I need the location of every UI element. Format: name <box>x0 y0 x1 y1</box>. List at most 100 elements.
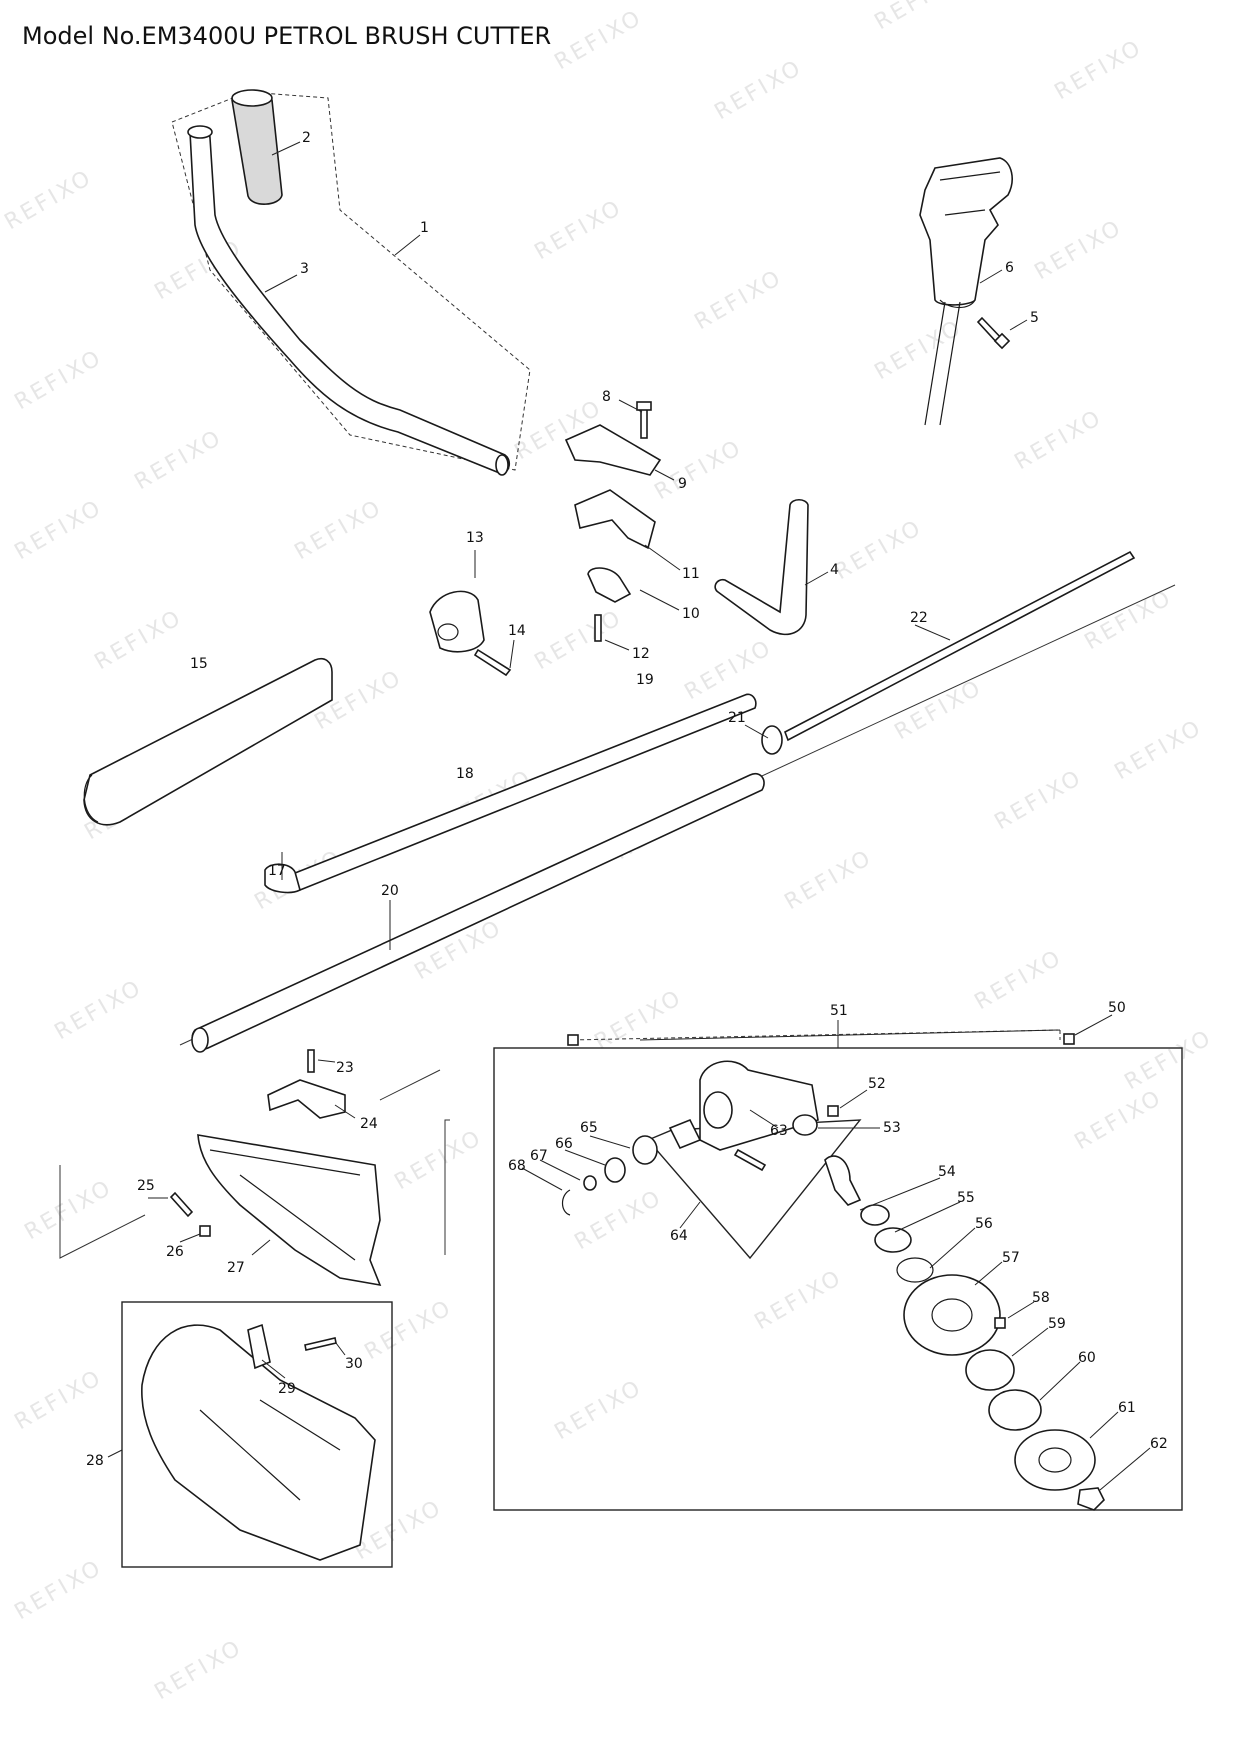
callout-66: 66 <box>555 1136 573 1152</box>
part-2-grip <box>231 90 283 205</box>
gearhead-subassembly-box <box>646 1119 862 1260</box>
watermark-text: REFIXO <box>1031 215 1128 285</box>
callout-5: 5 <box>1030 310 1039 326</box>
callout-4: 4 <box>830 562 839 578</box>
watermark-text: REFIXO <box>711 55 808 125</box>
watermark-text: REFIXO <box>291 495 388 565</box>
watermark-text: REFIXO <box>1121 1025 1218 1095</box>
watermark-text: REFIXO <box>531 195 628 265</box>
watermark-text: REFIXO <box>131 425 228 495</box>
part-3-handlebar-tube <box>189 129 511 475</box>
callout-1: 1 <box>420 220 429 236</box>
part-2-grip-top <box>231 89 273 107</box>
callout-52: 52 <box>868 1076 886 1092</box>
part-27-guard-detail <box>209 1149 361 1261</box>
watermark-text: REFIXO <box>361 1295 458 1365</box>
part-24-guard-bracket <box>267 1079 346 1119</box>
callout-19: 19 <box>636 672 654 688</box>
gearhead-dash-guide <box>569 1029 1061 1041</box>
callout-54: 54 <box>938 1164 956 1180</box>
part-63-spindle <box>668 1118 702 1150</box>
watermark-text: REFIXO <box>531 605 628 675</box>
page-title: Model No.EM3400U PETROL BRUSH CUTTER <box>22 22 552 50</box>
part-62-nut <box>1077 1487 1105 1511</box>
part-10-clamp-cap <box>587 567 632 603</box>
callout-25: 25 <box>137 1178 155 1194</box>
part-27-blade-guard <box>197 1134 382 1287</box>
callout-21: 21 <box>728 710 746 726</box>
watermark-text: REFIXO <box>991 765 1088 835</box>
callout-labels: 1 2 3 4 5 6 8 9 10 11 12 13 14 15 17 18 … <box>86 130 1168 1469</box>
part-20-tube-end <box>191 1027 209 1053</box>
callout-50: 50 <box>1108 1000 1126 1016</box>
guard-guide-left <box>59 1165 146 1259</box>
callout-68: 68 <box>508 1158 526 1174</box>
part-22-drive-shaft <box>784 550 1136 742</box>
watermark-text: REFIXO <box>681 635 778 705</box>
callout-57: 57 <box>1002 1250 1020 1266</box>
callout-14: 14 <box>508 623 526 639</box>
handle-assembly-outline <box>171 91 531 471</box>
watermark-text: REFIXO <box>1 165 98 235</box>
part-67-washer <box>583 1175 597 1191</box>
watermark-text: REFIXO <box>871 0 968 35</box>
callout-64: 64 <box>670 1228 688 1244</box>
part-57-cover-center <box>931 1298 973 1332</box>
part-4-loop-handle <box>714 498 809 636</box>
part-57-gear-cover <box>903 1274 1001 1356</box>
part-29-guard-clip <box>247 1323 271 1370</box>
callout-10: 10 <box>682 606 700 622</box>
watermark-text: REFIXO <box>571 1185 668 1255</box>
watermark-text: REFIXO <box>781 845 878 915</box>
callout-24: 24 <box>360 1116 378 1132</box>
part-21-bushing <box>761 725 783 755</box>
part-14-bolt <box>473 648 512 677</box>
callout-67: 67 <box>530 1148 548 1164</box>
callout-8: 8 <box>602 389 611 405</box>
part-12-bolt <box>594 614 602 642</box>
part-30-screw <box>304 1337 337 1351</box>
callout-61: 61 <box>1118 1400 1136 1416</box>
callout-65: 65 <box>580 1120 598 1136</box>
part-61-flange-center <box>1038 1447 1072 1473</box>
watermark-text: REFIXO <box>21 1175 118 1245</box>
callout-26: 26 <box>166 1244 184 1260</box>
watermark-text: REFIXO <box>591 985 688 1055</box>
callout-22: 22 <box>910 610 928 626</box>
watermark-text: REFIXO <box>691 265 788 335</box>
part-54-output-shaft <box>824 1155 862 1206</box>
callout-13: 13 <box>466 530 484 546</box>
watermark-text: REFIXO <box>11 1365 108 1435</box>
part-55-washer <box>860 1204 890 1226</box>
callout-53: 53 <box>883 1120 901 1136</box>
part-bolt-top-left <box>567 1034 579 1046</box>
watermark-text: REFIXO <box>391 1125 488 1195</box>
callout-20: 20 <box>381 883 399 899</box>
part-9-clamp-upper <box>564 424 662 476</box>
callout-58: 58 <box>1032 1290 1050 1306</box>
callout-3: 3 <box>300 261 309 277</box>
callout-28: 28 <box>86 1453 104 1469</box>
watermark-text: REFIXO <box>51 975 148 1045</box>
callout-59: 59 <box>1048 1316 1066 1332</box>
part-59-inner-flange <box>965 1349 1015 1391</box>
part-68-circlip <box>561 1189 571 1216</box>
part-63-bolt <box>733 1148 767 1172</box>
callout-62: 62 <box>1150 1436 1168 1452</box>
watermark-text: REFIXO <box>1051 35 1148 105</box>
watermark-text: REFIXO <box>91 605 188 675</box>
watermark-text: REFIXO <box>1011 405 1108 475</box>
part-56-seal-ring <box>896 1257 934 1283</box>
callout-11: 11 <box>682 566 700 582</box>
guard-guide-right <box>379 1069 450 1255</box>
part-5-bolt-head <box>993 332 1011 350</box>
part-6-throttle-handle <box>919 157 1013 306</box>
callout-15: 15 <box>190 656 208 672</box>
part-61-outer-flange <box>1014 1429 1096 1491</box>
callout-30: 30 <box>345 1356 363 1372</box>
watermark-text: REFIXO <box>651 435 748 505</box>
part-15-end-detail <box>83 774 99 823</box>
part-51-housing-bore <box>703 1091 733 1129</box>
